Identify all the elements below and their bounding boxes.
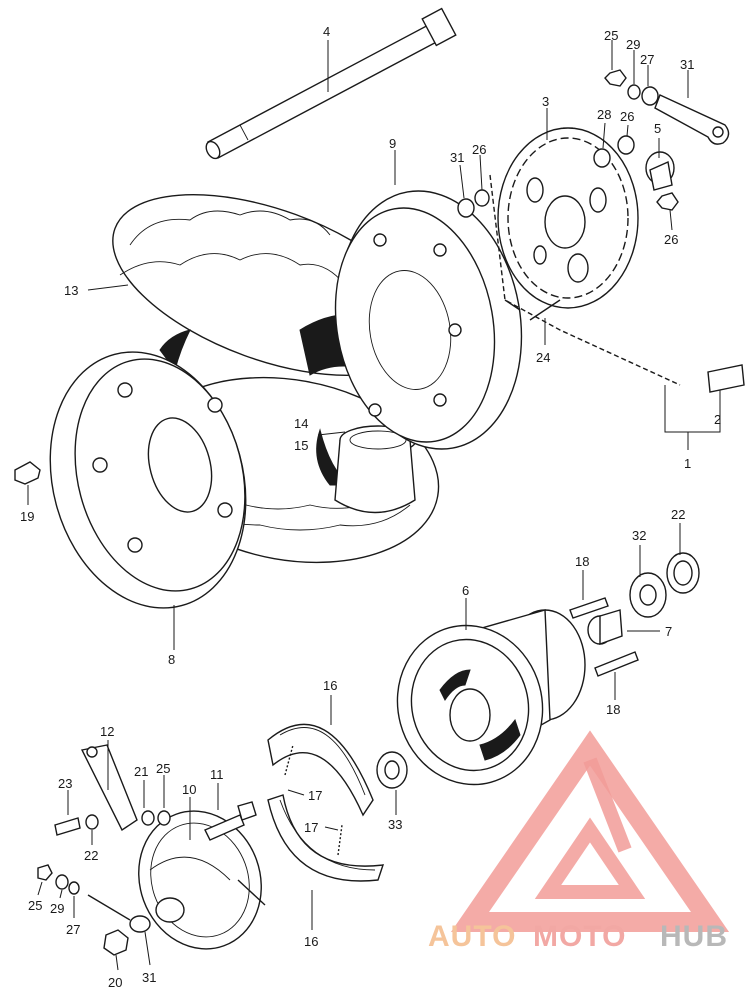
callout-25: 25 [28,898,42,913]
inner-tube [334,425,417,514]
callout-12: 12 [100,724,114,739]
callout-26: 26 [620,109,634,124]
spacer-33 [376,751,408,789]
callout-22: 22 [84,848,98,863]
watermark-logo [450,730,730,932]
callout-17: 17 [308,788,322,803]
callout-32: 32 [632,528,646,543]
wheel-rim-front [49,351,247,609]
callout-6: 6 [462,583,469,598]
spring-17 [284,744,343,856]
brake-hub [396,609,586,786]
callout-10: 10 [182,782,196,797]
bearing-32 [629,572,667,618]
brake-shoe-lower [267,794,385,882]
callout-25: 25 [604,28,618,43]
brake-panel [138,810,262,950]
callout-11: 11 [210,767,224,782]
callout-33: 33 [388,817,402,832]
wheel-rim-back [334,190,523,450]
callout-17: 17 [304,820,318,835]
callout-7: 7 [665,624,672,639]
callout-26: 26 [664,232,678,247]
callout-29: 29 [626,37,640,52]
leader-lines [27,40,721,971]
callout-19: 19 [20,509,34,524]
callout-27: 27 [640,52,654,67]
watermark-text-auto: AUTO [428,920,516,953]
callout-9: 9 [389,136,396,151]
brake-shoe-upper [267,723,374,817]
callout-15: 15 [294,438,308,453]
callout-31: 31 [680,57,694,72]
callout-18: 18 [606,702,620,717]
seal-22 [666,552,700,594]
callout-13: 13 [64,283,78,298]
callout-23: 23 [58,776,72,791]
callout-4: 4 [323,24,330,39]
watermark-text-hub: HUB [660,920,728,953]
rear-axle [205,7,457,160]
hardware [14,69,745,956]
drive-chain [489,174,681,386]
callout-16: 16 [323,678,337,693]
callout-29: 29 [50,901,64,916]
callout-5: 5 [654,121,661,136]
callout-20: 20 [108,975,122,990]
callout-2: 2 [714,412,721,427]
watermark-text-moto: MOTO [533,920,626,953]
callout-31: 31 [450,150,464,165]
callout-18: 18 [575,554,589,569]
callout-24: 24 [536,350,550,365]
spacer-7 [587,609,623,645]
callout-8: 8 [168,652,175,667]
callout-16: 16 [304,934,318,949]
callout-labels: 4 25 29 27 31 3 28 26 5 9 31 26 26 13 24… [20,24,721,990]
bolt-18-upper [569,597,609,619]
bolt-18-lower [594,651,639,677]
callout-31: 31 [142,970,156,985]
callout-28: 28 [597,107,611,122]
callout-3: 3 [542,94,549,109]
callout-27: 27 [66,922,80,937]
rear-sprocket [497,127,639,309]
callout-26: 26 [472,142,486,157]
callout-25: 25 [156,761,170,776]
callout-21: 21 [134,764,148,779]
callout-14: 14 [294,416,308,431]
callout-1: 1 [684,456,691,471]
callout-22: 22 [671,507,685,522]
brake-arm-12 [80,744,138,832]
